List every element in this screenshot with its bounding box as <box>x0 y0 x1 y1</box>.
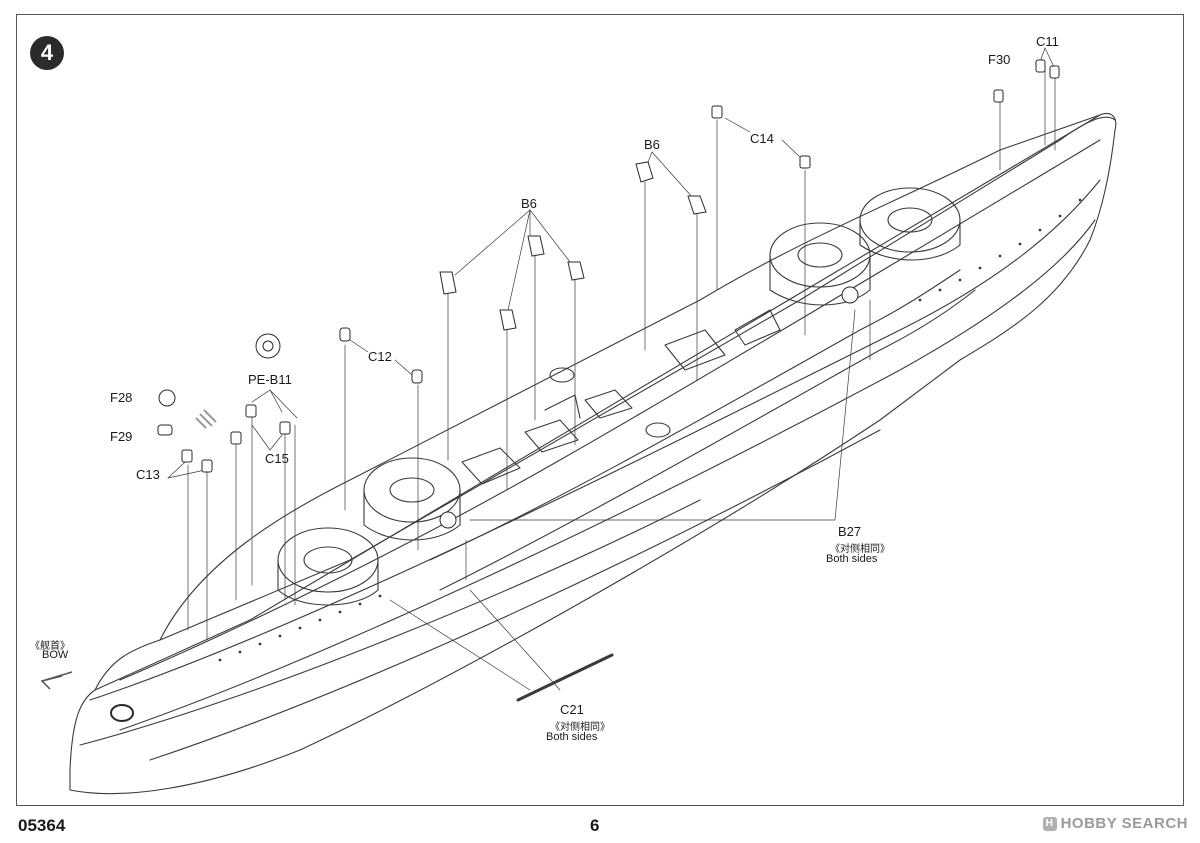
note-c21-en: Both sides <box>546 731 598 743</box>
part-c12-b <box>411 369 423 384</box>
part-c15-b <box>279 421 291 435</box>
casemate-belt <box>429 269 961 561</box>
hawse-pipe <box>110 704 134 722</box>
page-number: 6 <box>590 816 600 835</box>
casemate-belt-lower <box>439 289 976 591</box>
label-f28: F28 <box>110 390 133 405</box>
part-b6-c <box>527 235 545 257</box>
label-c21: C21 <box>560 702 584 717</box>
hull-line-2 <box>119 219 1096 731</box>
step-number-badge: 4 <box>30 36 64 70</box>
part-c14-a <box>711 105 723 119</box>
hull-line-3 <box>149 429 881 761</box>
note-b27-cn: 《对侧相同》 <box>830 544 890 555</box>
part-c15-a <box>245 404 257 418</box>
turret-barbette-3 <box>769 222 871 288</box>
label-c11: C11 <box>1036 34 1059 49</box>
watermark-text: HOBBY SEARCH <box>1060 815 1188 832</box>
deck-hatch-3 <box>584 389 633 419</box>
label-c12: C12 <box>368 349 392 364</box>
part-f29 <box>157 424 173 436</box>
deck-hatch-2 <box>524 419 579 453</box>
label-c15: C15 <box>265 451 289 466</box>
label-b6-mid: B6 <box>521 196 537 211</box>
part-c14-b <box>799 155 811 169</box>
page-border <box>16 14 1184 806</box>
hull-line-1 <box>89 179 1101 701</box>
label-b27: B27 <box>838 524 862 539</box>
c21-rail-part <box>516 653 614 702</box>
hobby-search-logo-icon: H <box>1042 816 1057 831</box>
part-c11-b <box>1049 65 1060 79</box>
part-b27-a <box>439 511 457 529</box>
deck-edge-inner <box>119 139 1101 681</box>
note-c21-cn: 《对侧相同》 <box>550 722 610 733</box>
note-bow-cn: 《舰首》 <box>30 641 70 652</box>
turret-barbette-1 <box>277 527 379 593</box>
label-b6-top: B6 <box>644 137 660 152</box>
label-f29: F29 <box>110 429 133 444</box>
label-f30: F30 <box>988 52 1011 67</box>
part-c13-a <box>181 449 193 463</box>
part-c12-a <box>339 327 351 342</box>
part-f28 <box>158 389 176 407</box>
part-f30 <box>993 89 1004 103</box>
turret-barbette-4 <box>859 187 961 253</box>
part-b6-b <box>687 195 707 215</box>
label-c14: C14 <box>750 131 774 146</box>
deck-hatch-4 <box>664 329 726 371</box>
watermark: H HOBBY SEARCH <box>1042 815 1188 832</box>
part-b6-f <box>499 309 517 331</box>
label-c13: C13 <box>136 467 160 482</box>
hull-outline <box>69 112 1117 795</box>
part-c11-a <box>1035 59 1046 73</box>
product-code: 05364 <box>18 816 66 835</box>
part-b6-d <box>567 261 585 281</box>
label-pe-b11: PE-B11 <box>248 372 292 387</box>
note-b27-en: Both sides <box>826 553 878 565</box>
deck-hatch-1 <box>461 447 521 485</box>
part-c13-b <box>201 459 213 473</box>
deck-edge <box>94 116 1116 691</box>
part-b27-b <box>841 286 859 304</box>
bow-arrow <box>40 671 73 690</box>
note-bow-en: BOW <box>42 649 69 661</box>
deck-surface <box>159 114 1101 641</box>
part-b6-e <box>439 271 457 295</box>
part-b6-a <box>635 161 654 183</box>
waterline <box>79 499 701 746</box>
